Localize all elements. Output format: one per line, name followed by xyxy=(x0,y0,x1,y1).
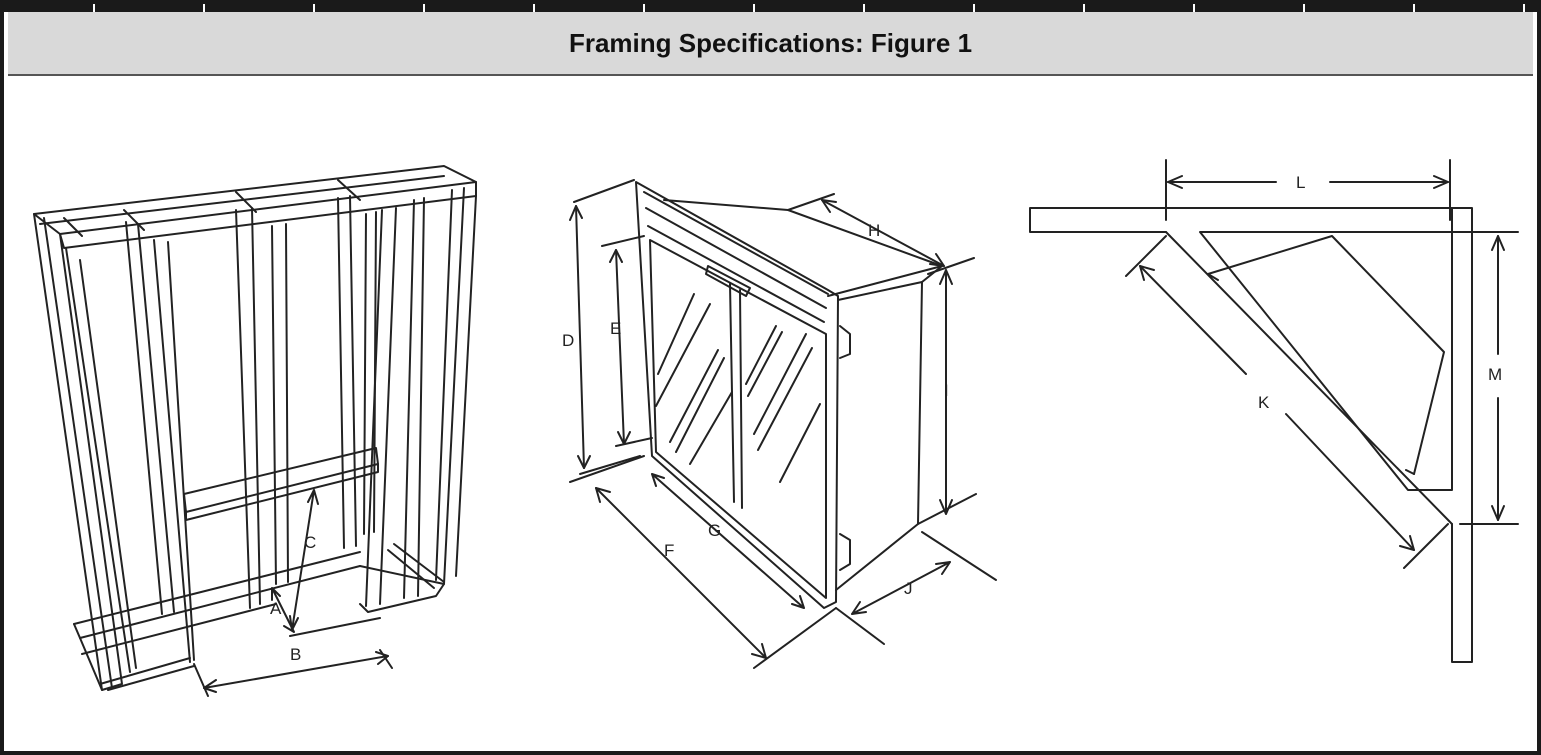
figure-title: Framing Specifications: Figure 1 xyxy=(568,27,973,58)
label-f: F xyxy=(664,541,674,560)
unit-outline xyxy=(1199,231,1453,491)
corner-plan-drawing xyxy=(1029,159,1519,663)
corner-walls xyxy=(1029,207,1475,663)
label-e: E xyxy=(610,319,621,338)
label-j: J xyxy=(904,579,913,598)
label-g: G xyxy=(708,521,721,540)
fireplace-body xyxy=(663,199,943,297)
diagram-canvas: A B C xyxy=(33,159,1519,697)
fireplace-drawing xyxy=(569,179,997,669)
label-l: L xyxy=(1296,173,1305,192)
label-b: B xyxy=(290,645,301,664)
door-handle xyxy=(705,265,751,297)
figure-header: Framing Specifications: Figure 1 xyxy=(8,12,1533,76)
label-c: C xyxy=(304,533,316,552)
bottom-plate-left xyxy=(73,551,361,655)
top-tick-marks xyxy=(4,4,1541,12)
label-a: A xyxy=(270,599,282,618)
label-k: K xyxy=(1258,393,1270,412)
label-d: D xyxy=(562,331,574,350)
wall-framing-drawing xyxy=(33,165,477,697)
fireplace-front-frame xyxy=(635,181,839,609)
label-i: I xyxy=(944,381,949,400)
label-m: M xyxy=(1488,365,1502,384)
label-h: H xyxy=(868,221,880,240)
